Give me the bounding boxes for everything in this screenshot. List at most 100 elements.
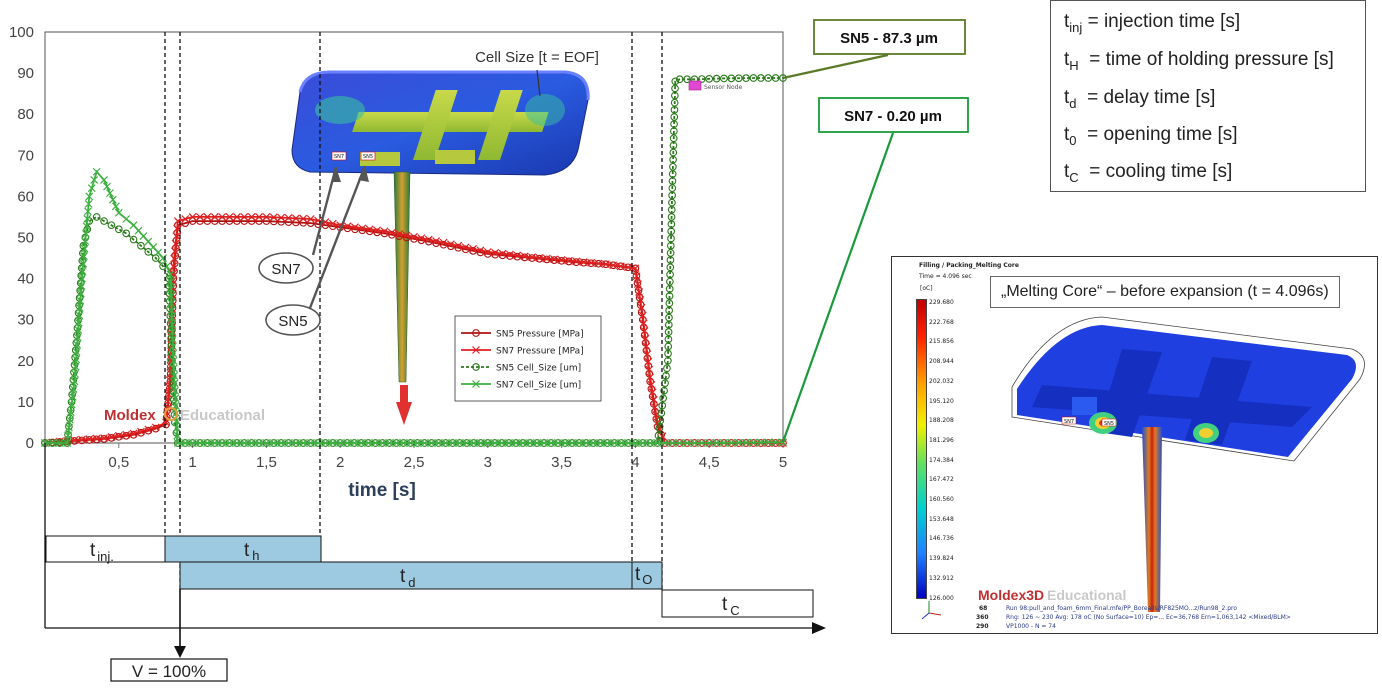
data-point-marker: [122, 215, 131, 223]
data-point-marker: [712, 438, 721, 447]
data-point-marker: [483, 250, 492, 258]
data-point-marker: [476, 246, 485, 255]
data-point-marker: [535, 253, 544, 262]
y-tick-label: 60: [17, 188, 34, 205]
data-point-marker: [103, 182, 111, 191]
data-point-marker: [48, 439, 57, 447]
data-point-marker: [655, 424, 664, 432]
data-point-marker: [247, 213, 256, 221]
data-point-marker: [749, 438, 758, 447]
data-point-marker: [77, 282, 86, 290]
data-point-marker: [90, 176, 99, 184]
data-point-marker: [540, 439, 548, 447]
data-point-marker: [167, 292, 176, 300]
data-point-marker: [188, 213, 197, 221]
data-point-marker: [572, 257, 581, 266]
data-point-marker: [76, 289, 85, 298]
y-tick-label: 40: [17, 271, 34, 288]
timeline-arrow-icon: [812, 622, 826, 634]
data-point-marker: [666, 263, 675, 272]
data-point-marker: [547, 439, 555, 447]
definition-t-c: tC = cooling time [s]: [1064, 161, 1233, 185]
data-point-marker: [70, 377, 79, 386]
data-point-marker: [649, 395, 658, 404]
legend-label: SN7 Cell_Size [um]: [496, 381, 581, 391]
data-point-marker: [100, 434, 108, 442]
sn7-callout: SN7: [258, 166, 341, 284]
data-point-marker: [667, 227, 676, 236]
data-point-marker: [171, 239, 180, 248]
colorbar-value: 229.680: [929, 299, 954, 306]
data-point-marker: [645, 365, 654, 374]
data-point-marker: [172, 232, 181, 241]
data-point-marker: [504, 439, 513, 447]
data-point-marker: [166, 270, 175, 279]
data-point-marker: [64, 431, 72, 440]
data-point-marker: [168, 320, 177, 329]
colorbar-value: 139.824: [929, 555, 954, 563]
data-point-marker: [169, 364, 178, 373]
data-point-marker: [417, 234, 426, 243]
data-point-marker: [82, 229, 90, 238]
phase-box-t-c: [661, 589, 814, 618]
data-point-marker: [498, 249, 507, 258]
data-point-marker: [575, 439, 584, 447]
data-point-marker: [712, 74, 721, 83]
temperature-colorbar: [916, 299, 927, 599]
data-point-marker: [107, 433, 116, 441]
data-point-marker: [643, 350, 652, 359]
data-point-marker: [137, 427, 145, 436]
data-point-marker: [587, 258, 596, 267]
data-point-marker: [232, 439, 241, 447]
data-point-marker: [651, 403, 660, 412]
inset-footer-line-1: Run 98:pull_and_foam_6mm_Final.mfe/PP_Bo…: [1006, 605, 1238, 612]
data-point-marker: [557, 256, 566, 264]
y-tick-label: 0: [26, 435, 34, 452]
data-point-marker: [498, 251, 507, 260]
data-point-marker: [168, 313, 176, 322]
data-point-marker: [159, 254, 168, 262]
melting-core-inset: Filling / Packing_Melting Core Time = 4.…: [891, 256, 1378, 634]
data-point-marker: [734, 438, 743, 447]
x-tick-label: 4,5: [699, 454, 720, 471]
data-point-marker: [472, 363, 480, 371]
educational-watermark: Educational: [180, 407, 265, 424]
data-point-marker: [424, 237, 433, 246]
data-point-marker: [75, 311, 84, 320]
sim-sn5-tag: SN5: [363, 154, 373, 160]
data-point-marker: [454, 243, 463, 252]
data-point-marker: [683, 439, 691, 447]
inset-footer-line-3: VP1000 - N = 74: [1006, 623, 1056, 630]
data-point-marker: [373, 228, 381, 237]
data-point-marker: [432, 237, 441, 246]
colorbar-value: 167.472: [929, 476, 954, 484]
data-point-marker: [365, 225, 374, 234]
data-point-marker: [74, 326, 83, 334]
data-point-marker: [225, 439, 234, 447]
cell-size-leader: [536, 69, 541, 97]
data-point-marker: [664, 342, 673, 351]
moldex-watermark: Moldex: [104, 407, 156, 424]
data-point-marker: [675, 75, 684, 84]
data-point-marker: [83, 214, 92, 223]
data-point-marker: [472, 380, 480, 388]
data-point-marker: [720, 438, 728, 447]
data-point-marker: [79, 252, 88, 261]
sn7-value-callout: SN7 - 0.20 µm: [781, 97, 969, 443]
chart-legend: SN5 Pressure [MPa]SN7 Pressure [MPa]SN5 …: [454, 315, 602, 402]
data-point-marker: [642, 342, 651, 351]
data-point-marker: [65, 415, 74, 424]
data-point-marker: [671, 77, 680, 86]
data-point-marker: [77, 274, 86, 283]
data-point-marker: [171, 386, 179, 395]
data-point-marker: [734, 74, 743, 83]
data-point-marker: [167, 342, 176, 350]
series-layer: [41, 74, 787, 447]
legend-label: SN5 Pressure [MPa]: [496, 330, 584, 340]
data-point-marker: [662, 371, 670, 380]
data-point-marker: [168, 364, 177, 373]
data-point-marker: [67, 400, 76, 409]
data-point-marker: [165, 383, 174, 392]
data-point-marker: [603, 439, 612, 447]
